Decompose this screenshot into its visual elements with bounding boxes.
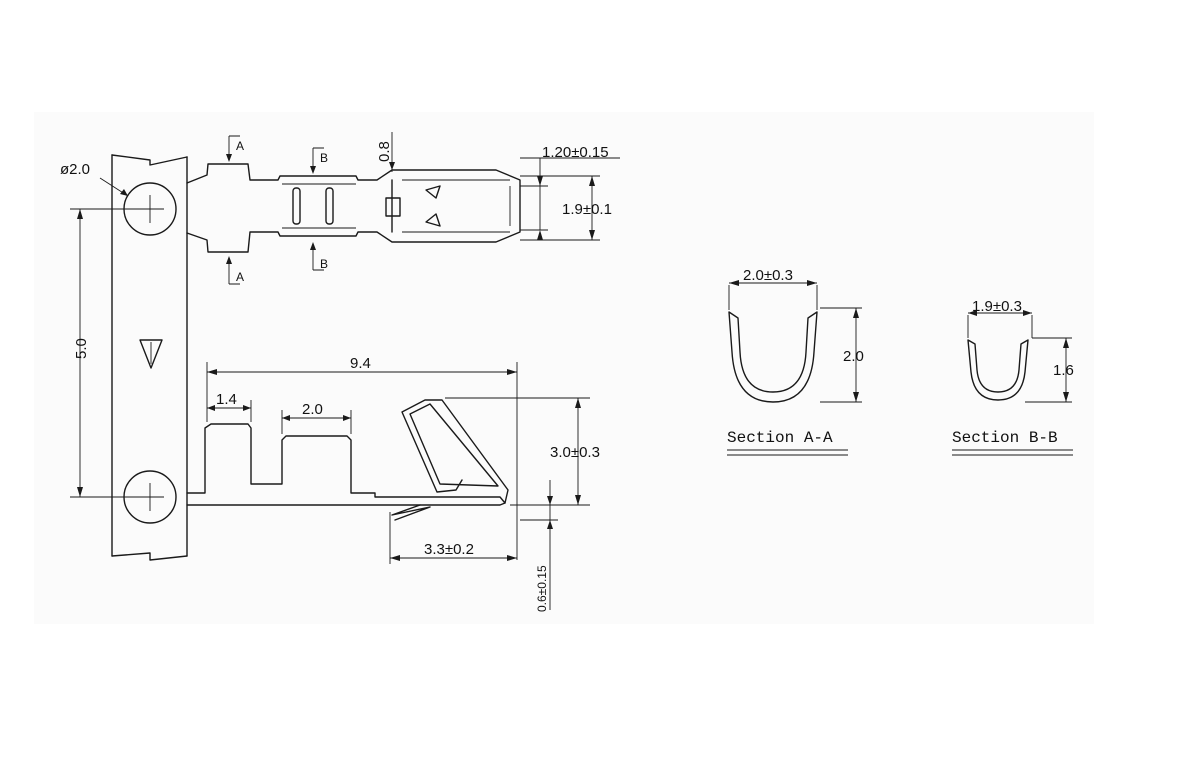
contact-height-label: 3.0±0.3	[550, 444, 600, 461]
section-b-width-label: 1.9±0.3	[972, 298, 1022, 315]
section-b-height-label: 1.6	[1053, 362, 1074, 379]
dimension-box-height: 1.20±0.15	[520, 144, 620, 240]
lance-height-label: 0.6±0.15	[535, 565, 549, 612]
drawing-panel	[34, 112, 1094, 624]
section-a-a: 2.0±0.3 2.0 Section A-A	[727, 267, 864, 456]
terminal-side-view	[186, 399, 509, 521]
dimension-contact-length: 3.3±0.2	[389, 512, 517, 564]
section-b-b: 1.9±0.3 1.6 Section B-B	[952, 298, 1074, 456]
dimension-overall-length: 9.4	[206, 355, 518, 560]
pitch-label: 5.0	[73, 338, 90, 359]
carrier-strip	[111, 154, 188, 561]
dimension-contact-height: 3.0±0.3	[445, 397, 600, 506]
box-width-label: 1.9±0.1	[562, 201, 612, 218]
section-mark-a-bottom: A	[236, 270, 244, 284]
box-height-label: 1.20±0.15	[542, 144, 609, 161]
dimension-pitch: 5.0	[70, 208, 150, 498]
dimension-wire-tab: 2.0	[281, 401, 352, 434]
direction-triangle-icon	[139, 339, 163, 369]
section-b-title: Section B-B	[952, 429, 1058, 447]
insulation-tab-label: 1.4	[216, 391, 237, 408]
section-mark-b-top: B	[320, 151, 328, 165]
wire-tab-label: 2.0	[302, 401, 323, 418]
hole-diameter-label: ø2.0	[60, 161, 90, 178]
terminal-top-view	[186, 163, 521, 253]
section-mark-a-top: A	[236, 139, 244, 153]
section-a-width-label: 2.0±0.3	[743, 267, 793, 284]
section-markers: A A B B	[226, 135, 328, 285]
dimension-tab-gap: 0.8	[376, 132, 395, 172]
dimension-box-width: 1.9±0.1	[520, 175, 612, 241]
overall-length-label: 9.4	[350, 355, 371, 372]
section-a-title: Section A-A	[727, 429, 833, 447]
tab-gap-label: 0.8	[376, 141, 393, 162]
dimension-lance-height: 0.6±0.15	[520, 480, 558, 612]
contact-length-label: 3.3±0.2	[424, 541, 474, 558]
section-mark-b-bottom: B	[320, 257, 328, 271]
dimension-insulation-tab: 1.4	[207, 391, 252, 422]
section-a-height-label: 2.0	[843, 348, 864, 365]
dimension-hole-diameter: ø2.0	[60, 161, 129, 197]
